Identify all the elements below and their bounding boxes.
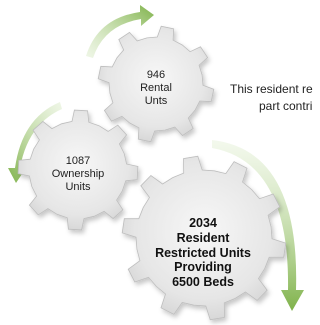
resident-restricted-line1: Resident bbox=[176, 230, 230, 245]
ownership-units-line2: Units bbox=[65, 181, 91, 194]
side-caption-line1: This resident re bbox=[230, 82, 313, 96]
side-caption: This resident re part contri bbox=[230, 81, 320, 121]
ownership-units-number: 1087 bbox=[65, 155, 91, 167]
rental-units-line2: Unts bbox=[144, 95, 168, 108]
side-caption-line2: part contri bbox=[259, 99, 313, 114]
ownership-units-label: 1087 Ownership Units bbox=[38, 155, 118, 195]
resident-restricted-label: 2034 Resident Restricted Units Providing… bbox=[128, 216, 278, 290]
ownership-units-line1: Ownership bbox=[51, 168, 105, 181]
cycle-arrow-left bbox=[8, 102, 62, 183]
cycle-arrow-right bbox=[212, 140, 304, 311]
gear-resident-icon bbox=[121, 155, 287, 321]
resident-restricted-line3: Providing bbox=[174, 260, 232, 275]
cycle-arrow-top bbox=[86, 5, 154, 58]
resident-restricted-line2: Restricted Units bbox=[155, 245, 251, 260]
gear-ownership-icon bbox=[17, 109, 139, 231]
resident-restricted-line4: 6500 Beds bbox=[172, 275, 234, 289]
gear-rental-icon bbox=[97, 25, 215, 143]
rental-units-line1: Rental bbox=[140, 82, 172, 95]
resident-restricted-number: 2034 bbox=[189, 216, 217, 230]
rental-units-label: 946 Rental Unts bbox=[120, 69, 192, 109]
rental-units-number: 946 bbox=[146, 69, 166, 81]
